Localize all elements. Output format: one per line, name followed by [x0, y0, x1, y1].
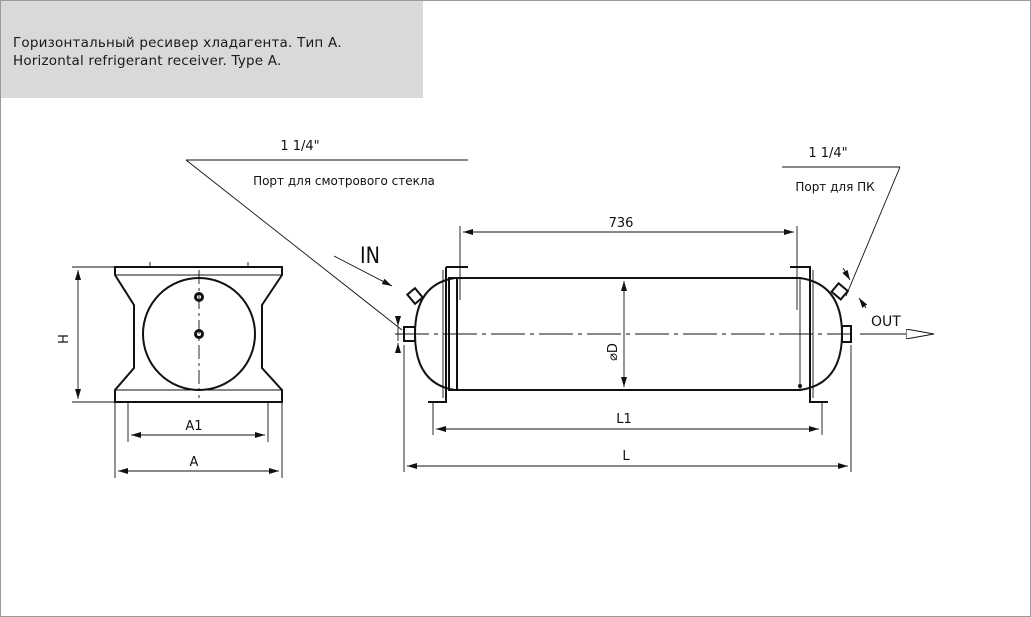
inlet-label: IN: [360, 244, 380, 269]
end-view: [114, 262, 283, 403]
left-support: [428, 266, 468, 403]
height-dimension: H: [57, 266, 114, 403]
safety-valve-port-size: 1 1/4": [808, 146, 847, 161]
a1-dimension: A1: [127, 402, 269, 442]
outlet-flow: OUT: [860, 314, 934, 334]
outlet-label: OUT: [871, 314, 901, 330]
title-english: Horizontal refrigerant receiver. Type A.: [13, 53, 282, 69]
right-support: [790, 266, 828, 403]
l1-label: L1: [616, 412, 632, 427]
inlet-arrow-icon: [333, 255, 393, 287]
nozzle-dimension-right: [842, 267, 868, 309]
title-russian: Горизонтальный ресивер хладагента. Тип А…: [13, 35, 342, 51]
safety-valve-port-label: Порт для ПК: [795, 180, 875, 194]
support-spacing-dimension: 736: [459, 216, 798, 310]
l-dimension: L: [403, 345, 852, 472]
callout-leader-left: [185, 159, 403, 331]
callout-leader-right: [845, 166, 901, 297]
safety-valve-callout: 1 1/4" Порт для ПК: [782, 146, 901, 297]
diameter-label: ⌀D: [606, 343, 621, 361]
height-label: H: [57, 334, 72, 344]
a-dimension: A: [114, 402, 283, 478]
safety-valve-port: [830, 281, 850, 301]
l-label: L: [622, 449, 630, 464]
l1-dimension: L1: [432, 402, 823, 435]
a-label: A: [190, 455, 199, 470]
sight-glass-callout: 1 1/4" Порт для смотрового стекла: [185, 139, 468, 331]
inlet-flow: IN: [333, 244, 393, 287]
a1-label: A1: [185, 419, 202, 434]
title-block: Горизонтальный ресивер хладагента. Тип А…: [1, 1, 423, 98]
side-view: ⌀D: [395, 266, 852, 403]
support-spacing-value: 736: [609, 216, 634, 231]
sight-glass-port-label: Порт для смотрового стекла: [253, 174, 435, 188]
outlet-nozzle: [841, 325, 852, 343]
inlet-nozzle: [403, 326, 416, 342]
sight-glass-port: [405, 286, 425, 306]
sight-glass-port-size: 1 1/4": [280, 139, 319, 154]
